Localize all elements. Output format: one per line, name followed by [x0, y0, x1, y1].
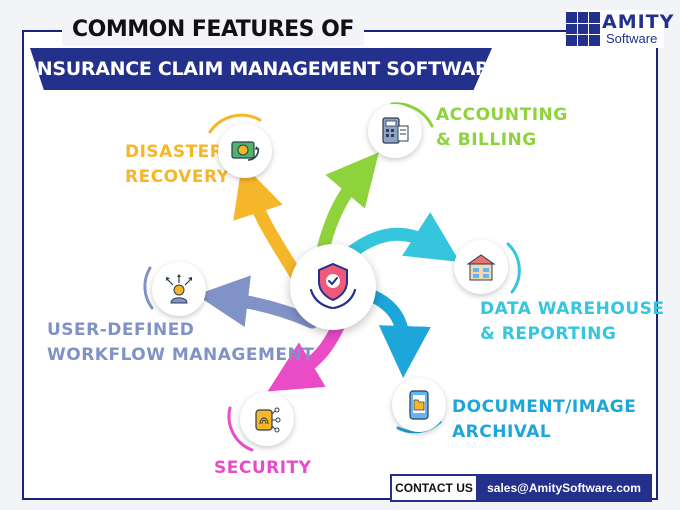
contact-email-link[interactable]: sales@AmitySoftware.com: [476, 474, 652, 502]
feature-document-archival: DOCUMENT/IMAGE ARCHIVAL: [452, 395, 636, 445]
logo-grid-icon: [566, 12, 600, 46]
disaster-recovery-icon: [218, 124, 272, 178]
arc-workflow: [143, 266, 154, 310]
logo-subtitle: Software: [606, 31, 658, 46]
data-warehouse-icon: [454, 240, 508, 294]
logo-brand: AMITY: [602, 11, 675, 33]
feature-label: ARCHIVAL: [452, 422, 552, 442]
feature-label: ACCOUNTING: [436, 105, 568, 125]
contact-label: CONTACT US: [390, 474, 478, 502]
user-workflow-icon: [152, 262, 206, 316]
title-line-1: COMMON FEATURES OF: [62, 14, 364, 46]
arc-accounting: [390, 102, 434, 128]
feature-data-warehouse: DATA WAREHOUSE & REPORTING: [480, 297, 665, 347]
accounting-calculator-icon: [368, 104, 422, 158]
feature-label: DOCUMENT/IMAGE: [452, 397, 637, 417]
feature-disaster-recovery: DISASTER RECOVERY: [125, 140, 229, 190]
feature-label: RECOVERY: [125, 167, 230, 187]
feature-security: SECURITY: [214, 456, 311, 481]
fingerprint-security-icon: [240, 392, 294, 446]
feature-label: USER-DEFINED: [47, 320, 195, 340]
feature-accounting-billing: ACCOUNTING & BILLING: [436, 103, 568, 153]
arc-warehouse: [506, 242, 521, 294]
contact-bar: CONTACT US sales@AmitySoftware.com: [390, 474, 652, 502]
feature-label: DATA WAREHOUSE: [480, 299, 665, 319]
feature-label: DISASTER: [125, 142, 224, 162]
arc-security: [227, 406, 254, 452]
document-archive-icon: [392, 378, 446, 432]
feature-label: & BILLING: [436, 130, 537, 150]
amity-logo: AMITY Software: [566, 10, 673, 48]
title-line-2: INSURANCE CLAIM MANAGEMENT SOFTWARE: [30, 48, 492, 90]
feature-label: WORKFLOW MANAGEMENT: [47, 345, 315, 365]
feature-label: & REPORTING: [480, 324, 617, 344]
feature-user-workflow: USER-DEFINED WORKFLOW MANAGEMENT: [47, 318, 314, 368]
shield-check-hands-icon: [290, 244, 376, 330]
feature-label: SECURITY: [214, 458, 312, 478]
arc-disaster: [208, 113, 262, 134]
